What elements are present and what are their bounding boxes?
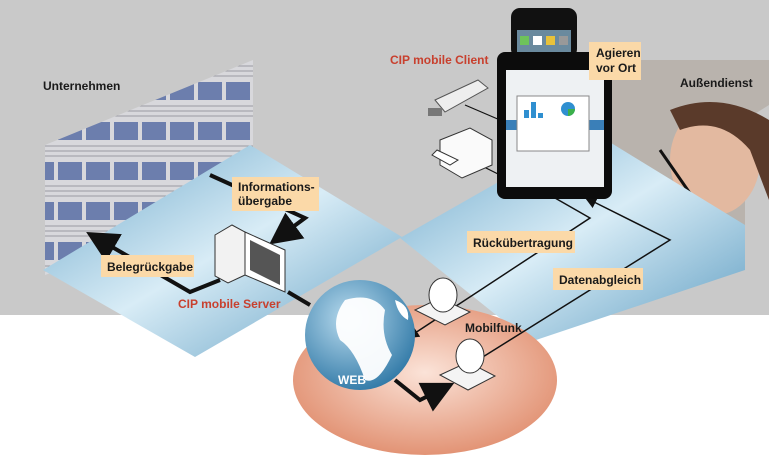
information-transfer-box: Informations- übergabe [232,177,319,211]
company-label: Unternehmen [43,79,120,93]
barcode-scanner-icon [428,79,489,116]
field-service-label: Außendienst [680,76,753,90]
svg-text:Belegrückgabe: Belegrückgabe [107,260,193,274]
svg-text:Agieren: Agieren [596,46,641,60]
antenna-icon [438,338,497,391]
server-web-link [286,290,312,307]
mobile-radio-label: Mobilfunk [465,321,522,335]
sync-box: Datenabgleich [553,268,643,290]
sync-arrow [469,197,672,366]
retransfer-box: Rückübertragung [467,231,575,253]
server-computer-icon [214,224,286,293]
globe-icon [305,280,415,390]
svg-text:übergabe: übergabe [238,194,292,208]
server-label: CIP mobile Server [178,297,281,311]
retransfer-arrow [406,197,592,339]
scanner-link [464,104,501,121]
web-label: WEB [338,373,366,387]
svg-text:vor Ort: vor Ort [596,61,636,75]
antenna-icon [413,277,472,326]
svg-text:Informations-: Informations- [238,180,315,194]
svg-text:Datenabgleich: Datenabgleich [559,273,641,287]
document-return-box: Belegrückgabe [101,255,194,277]
smartphone-icon [511,8,577,58]
printer-icon [431,127,493,179]
tablet-icon [497,52,612,199]
client-label: CIP mobile Client [390,53,488,67]
svg-text:Rückübertragung: Rückübertragung [473,236,573,250]
office-building-image [45,60,253,275]
act-on-site-box: Agieren vor Ort [589,42,641,80]
web-antenna-link [393,378,455,412]
